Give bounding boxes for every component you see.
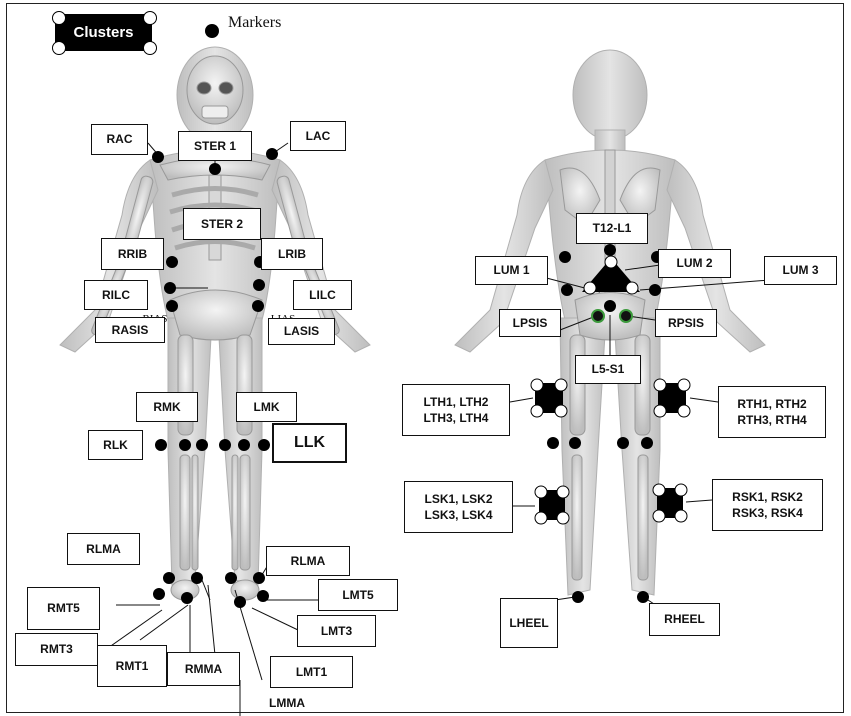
marker-knee bbox=[617, 437, 629, 449]
right-thigh-cluster bbox=[654, 379, 690, 417]
label-lac: LAC bbox=[290, 121, 346, 151]
marker-lilc bbox=[253, 279, 265, 291]
label-lum3: LUM 3 bbox=[764, 256, 837, 285]
marker-knee bbox=[641, 437, 653, 449]
clusters-legend: Clusters bbox=[55, 14, 152, 51]
legend-cluster-dot bbox=[52, 41, 66, 55]
label-lheel: LHEEL bbox=[500, 598, 558, 648]
label-rilc: RILC bbox=[84, 280, 148, 310]
marker-rac bbox=[152, 151, 164, 163]
markers-legend-label: Markers bbox=[228, 14, 281, 32]
label-lmt3: LMT3 bbox=[297, 615, 376, 647]
legend-cluster-dot bbox=[143, 11, 157, 25]
label-rmt1: RMT1 bbox=[97, 645, 167, 687]
marker-lmma bbox=[225, 572, 237, 584]
label-rasis: RASIS bbox=[95, 317, 165, 343]
left-thigh-cluster bbox=[531, 379, 567, 417]
label-lasis: LASIS bbox=[268, 318, 335, 345]
right-shank-cluster bbox=[653, 484, 687, 522]
marker-ster1 bbox=[209, 163, 221, 175]
marker-lac bbox=[266, 148, 278, 160]
marker-rmk2 bbox=[196, 439, 208, 451]
label-lilc: LILC bbox=[293, 280, 352, 310]
marker-rmt1 bbox=[181, 592, 193, 604]
label-rpsis: RPSIS bbox=[655, 309, 717, 337]
thigh-shank-clusters bbox=[531, 379, 690, 524]
label-lmt5: LMT5 bbox=[318, 579, 398, 611]
marker-t12-l1 bbox=[604, 244, 616, 256]
marker-rilc bbox=[164, 282, 176, 294]
legend-marker-dot bbox=[205, 24, 219, 38]
label-lrib: LRIB bbox=[261, 238, 323, 270]
legend-cluster-dot bbox=[143, 41, 157, 55]
label-rlk: RLK bbox=[88, 430, 143, 460]
label-lum2: LUM 2 bbox=[658, 249, 731, 278]
label-rheel: RHEEL bbox=[649, 603, 720, 636]
marker-lasis bbox=[252, 300, 264, 312]
marker-l5-s1 bbox=[604, 300, 616, 312]
label-lpsis: LPSIS bbox=[499, 309, 561, 337]
label-rac: RAC bbox=[91, 124, 148, 155]
label-lum1: LUM 1 bbox=[475, 256, 548, 285]
left-shank-cluster bbox=[535, 486, 569, 524]
marker-lmk2 bbox=[238, 439, 250, 451]
marker-lmk bbox=[219, 439, 231, 451]
clusters-legend-label: Clusters bbox=[73, 24, 133, 41]
marker-lum-r bbox=[649, 284, 661, 296]
label-rmt3: RMT3 bbox=[15, 633, 98, 666]
marker-rasis bbox=[166, 300, 178, 312]
label-lmk: LMK bbox=[236, 392, 297, 422]
marker-knee bbox=[547, 437, 559, 449]
label-rmk: RMK bbox=[136, 392, 198, 422]
marker-rheel bbox=[637, 591, 649, 603]
label-rlma-left-limb: RLMA bbox=[266, 546, 350, 576]
label-llk: LLK bbox=[272, 423, 347, 463]
label-ster2: STER 2 bbox=[183, 208, 261, 240]
rpsis-marker bbox=[620, 310, 632, 322]
marker-knee bbox=[569, 437, 581, 449]
legend-cluster-dot bbox=[52, 11, 66, 25]
label-rmma: RMMA bbox=[167, 652, 240, 686]
marker-lheel bbox=[572, 591, 584, 603]
marker-rrib bbox=[166, 256, 178, 268]
marker-lma bbox=[253, 572, 265, 584]
marker-rlk bbox=[155, 439, 167, 451]
label-lmt1: LMT1 bbox=[270, 656, 353, 688]
marker-lmt1 bbox=[234, 596, 246, 608]
marker-rmt5 bbox=[153, 588, 165, 600]
label-lmma: LMMA bbox=[258, 693, 316, 713]
label-left-thigh-markers: LTH1, LTH2 LTH3, LTH4 bbox=[402, 384, 510, 436]
marker-rmma bbox=[191, 572, 203, 584]
label-l5-s1: L5-S1 bbox=[575, 355, 641, 384]
lpsis-marker bbox=[592, 310, 604, 322]
label-right-shank-markers: RSK1, RSK2 RSK3, RSK4 bbox=[712, 479, 823, 531]
marker-lum-side bbox=[559, 251, 571, 263]
label-right-thigh-markers: RTH1, RTH2 RTH3, RTH4 bbox=[718, 386, 826, 438]
marker-lmt5 bbox=[257, 590, 269, 602]
label-t12-l1: T12-L1 bbox=[576, 213, 648, 244]
label-rlma-right-limb: RLMA bbox=[67, 533, 140, 565]
label-rmt5: RMT5 bbox=[27, 587, 100, 630]
marker-llk bbox=[258, 439, 270, 451]
marker-rlma bbox=[163, 572, 175, 584]
marker-rmk bbox=[179, 439, 191, 451]
label-rrib: RRIB bbox=[101, 238, 164, 270]
marker-lum-l bbox=[561, 284, 573, 296]
label-ster1: STER 1 bbox=[178, 131, 252, 161]
label-left-shank-markers: LSK1, LSK2 LSK3, LSK4 bbox=[404, 481, 513, 533]
